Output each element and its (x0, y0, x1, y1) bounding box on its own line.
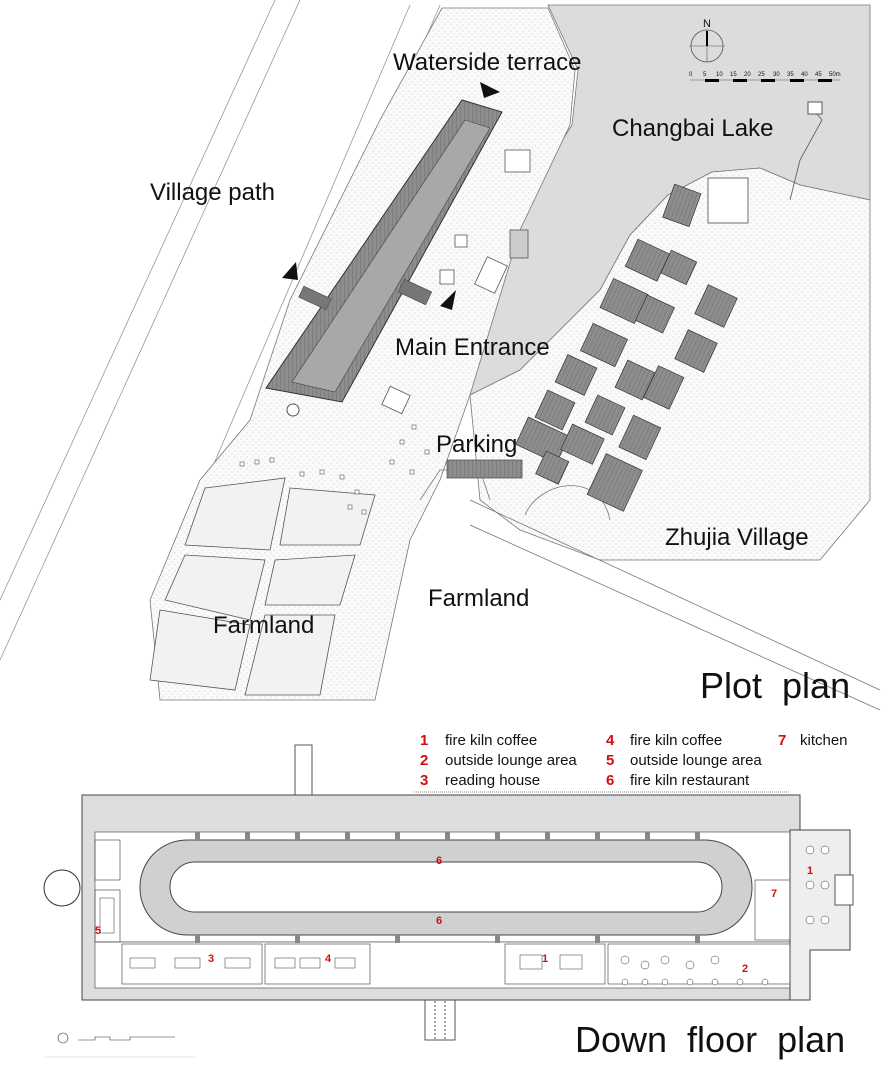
legend-num: 1 (420, 732, 428, 749)
legend-label: fire kiln coffee (630, 732, 722, 749)
legend-num: 7 (778, 732, 786, 749)
chimney (294, 744, 313, 796)
marker-5: 5 (95, 925, 101, 937)
scale-tick: 35 (787, 72, 794, 78)
direction-arrows (282, 82, 500, 310)
scale-tick: 30 (773, 72, 780, 78)
floor-plan: 1 fire kiln coffee 2 outside lounge area… (43, 732, 854, 1060)
legend-label: outside lounge area (630, 752, 762, 769)
scale-tick: 0 (689, 72, 693, 78)
furniture (99, 845, 830, 986)
scale-tick: 20 (744, 72, 751, 78)
pier-deck (807, 101, 823, 115)
legend: 1 fire kiln coffee 2 outside lounge area… (414, 732, 848, 793)
scale-tick: 40 (801, 72, 808, 78)
scale-tick: 45 (815, 72, 822, 78)
marker-1-annex: 1 (807, 865, 813, 877)
label-waterside-terrace: Waterside terrace (393, 49, 582, 76)
legend-label: outside lounge area (445, 752, 577, 769)
arrow-village-path-icon (282, 262, 298, 280)
arrow-waterside-icon (480, 82, 500, 98)
marker-2: 2 (742, 963, 748, 975)
legend-num: 3 (420, 772, 428, 789)
east-annex (789, 829, 851, 1001)
marker-6-north: 6 (436, 855, 442, 867)
floor-scale (57, 1032, 175, 1044)
legend-num: 4 (606, 732, 615, 749)
scale-tick: 15 (730, 72, 737, 78)
trees (239, 424, 430, 515)
legend-num: 2 (420, 752, 428, 769)
legend-num: 5 (606, 752, 614, 769)
main-building (265, 99, 503, 417)
north-label: N (703, 18, 711, 30)
label-farmland-left: Farmland (213, 612, 314, 639)
plot-plan-title: Plot plan (700, 665, 850, 706)
columns (195, 832, 700, 943)
inner-courtyard (169, 861, 723, 913)
marker-7: 7 (771, 888, 777, 900)
legend-label: fire kiln coffee (445, 732, 537, 749)
label-changbai-lake: Changbai Lake (612, 115, 773, 142)
plot-plan: N 0 5 10 15 20 25 30 35 40 45 50m Water (0, 0, 881, 711)
legend-label: kitchen (800, 732, 848, 749)
label-zhujia-village: Zhujia Village (665, 524, 809, 551)
marker-6-south: 6 (436, 915, 442, 927)
marker-1: 1 (542, 953, 548, 965)
marker-4: 4 (325, 953, 332, 965)
marker-3: 3 (208, 953, 214, 965)
rooms (94, 839, 791, 985)
legend-num: 6 (606, 772, 614, 789)
label-village-path: Village path (150, 179, 275, 206)
label-parking: Parking (436, 431, 517, 458)
scale-tick: 25 (758, 72, 765, 78)
site-structures (298, 149, 531, 479)
round-platform (43, 869, 81, 907)
scale-tick: 5 (703, 72, 707, 78)
farmland-fields (149, 477, 376, 696)
north-arrow: N (689, 18, 725, 63)
floor-plan-title: Down floor plan (575, 1019, 845, 1060)
label-main-entrance: Main Entrance (395, 334, 550, 361)
village-buildings (515, 177, 749, 512)
zhujia-village-land (469, 167, 871, 561)
legend-label: reading house (445, 772, 540, 789)
scale-tick: 50m (829, 72, 841, 78)
arrow-main-entrance-icon (440, 290, 456, 310)
scale-bar: 0 5 10 15 20 25 30 35 40 45 50m (689, 72, 841, 82)
scale-tick: 10 (716, 72, 723, 78)
label-farmland-center: Farmland (428, 585, 529, 612)
legend-label: fire kiln restaurant (630, 772, 750, 789)
